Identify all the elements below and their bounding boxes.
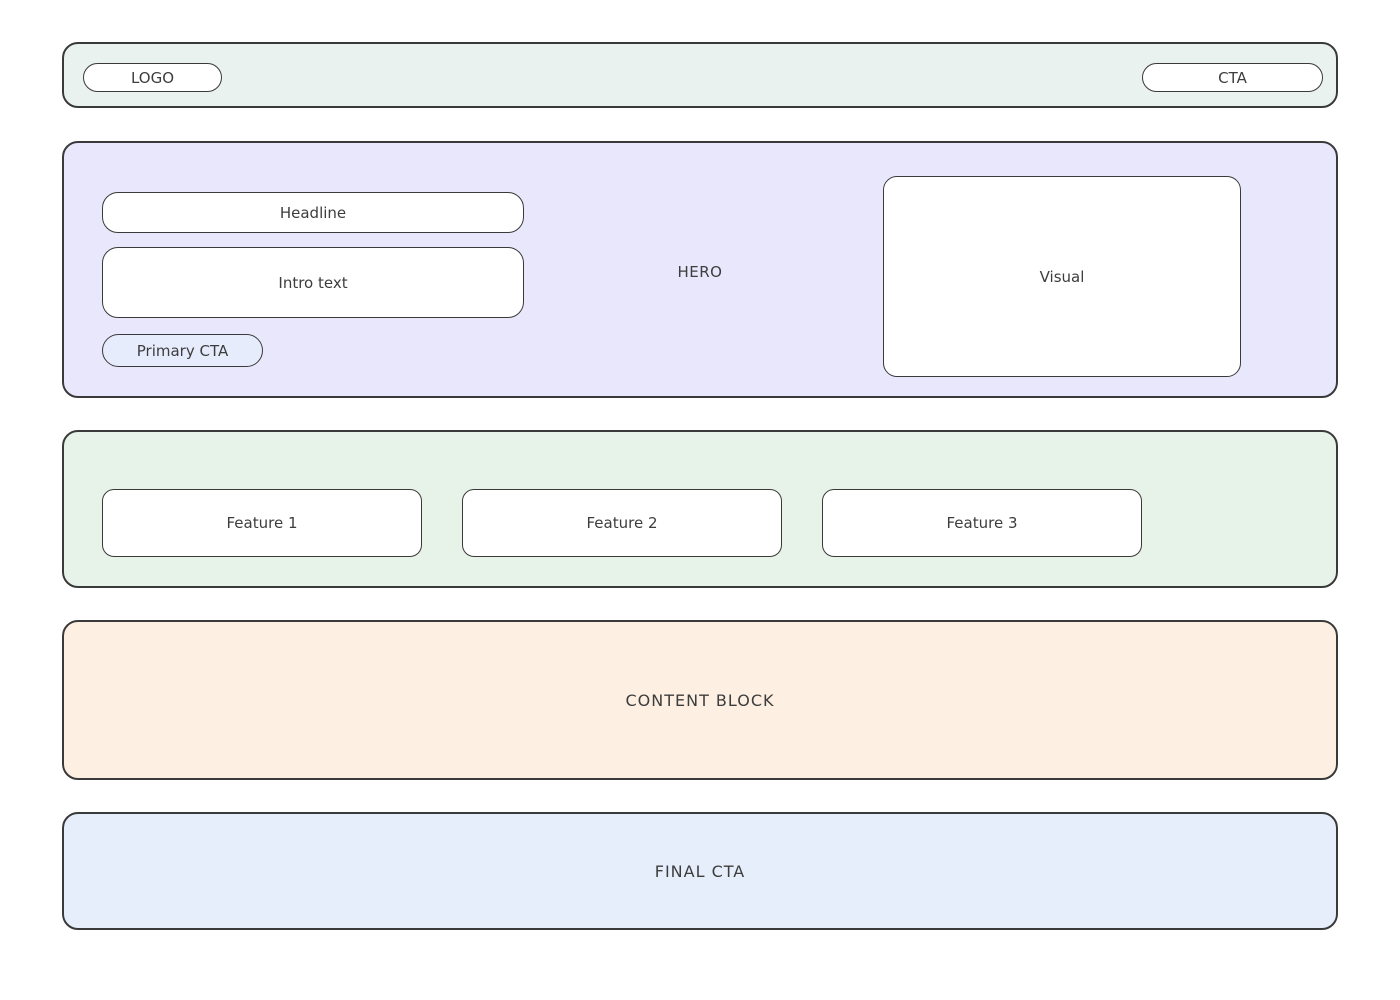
- final-cta-section[interactable]: FINAL CTA: [62, 812, 1338, 930]
- feature-card-2: Feature 2: [462, 489, 782, 557]
- header-bar: LOGO CTA: [62, 42, 1338, 108]
- header-cta-label: CTA: [1218, 68, 1247, 87]
- logo-pill[interactable]: LOGO: [83, 63, 222, 92]
- feature-2-label: Feature 2: [586, 514, 658, 532]
- hero-visual-placeholder: Visual: [883, 176, 1241, 377]
- logo-label: LOGO: [130, 68, 175, 87]
- intro-text-label: Intro text: [278, 273, 348, 292]
- intro-text-placeholder: Intro text: [102, 247, 524, 318]
- content-block-section: CONTENT BLOCK: [62, 620, 1338, 780]
- hero-section: Headline Intro text Primary CTA HERO Vis…: [62, 141, 1338, 398]
- final-cta-label: FINAL CTA: [654, 861, 746, 881]
- headline-label: Headline: [279, 203, 347, 222]
- primary-cta-label: Primary CTA: [136, 341, 229, 360]
- primary-cta-button[interactable]: Primary CTA: [102, 334, 263, 367]
- header-cta-button[interactable]: CTA: [1142, 63, 1323, 92]
- hero-section-label: HERO: [677, 263, 723, 281]
- feature-1-label: Feature 1: [226, 514, 298, 532]
- features-section: Feature 1 Feature 2 Feature 3: [62, 430, 1338, 588]
- visual-label: Visual: [1039, 267, 1085, 286]
- feature-card-3: Feature 3: [822, 489, 1142, 557]
- feature-card-1: Feature 1: [102, 489, 422, 557]
- headline-placeholder: Headline: [102, 192, 524, 233]
- content-block-label: CONTENT BLOCK: [625, 690, 775, 710]
- feature-3-label: Feature 3: [946, 514, 1018, 532]
